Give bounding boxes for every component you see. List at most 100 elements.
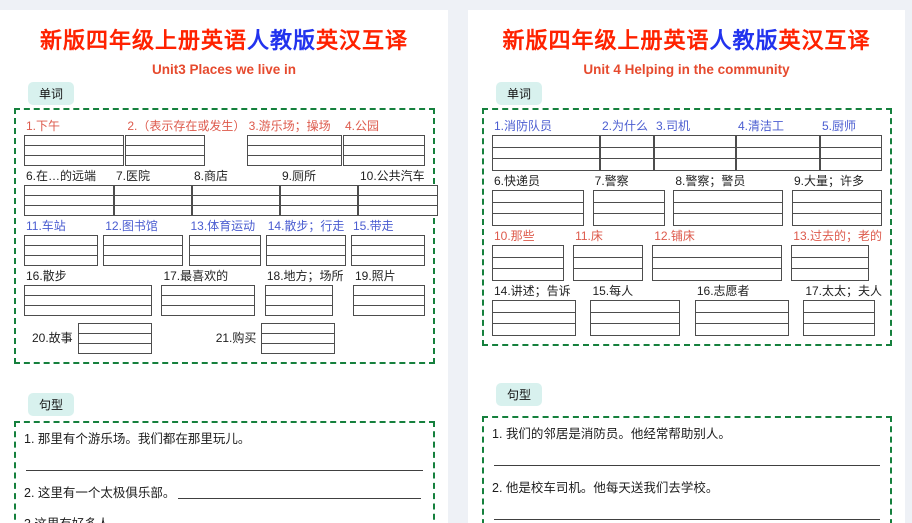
word-item: 15.带走 [351, 219, 425, 266]
word-label: 16.志愿者 [696, 284, 750, 298]
writing-cell [162, 295, 255, 305]
word-item: 11.车站 [24, 219, 98, 266]
sentence-item: 1. 我们的邻居是消防员。他经常帮助别人。 [492, 426, 882, 466]
sentences-box: 1. 那里有个游乐场。我们都在那里玩儿。2. 这里有一个太极俱乐部。3.这里有好… [14, 421, 435, 523]
word-item: 4.清洁工 [736, 119, 820, 171]
writing-cell [695, 323, 788, 335]
writing-box [736, 135, 820, 171]
word-item: 9.大量；许多 [791, 174, 882, 226]
writing-cell [493, 311, 575, 324]
title-segment: 英汉互译 [316, 28, 409, 53]
writing-cell [354, 295, 424, 305]
word-item: 12.图书馆 [103, 219, 184, 266]
writing-cell [601, 158, 653, 170]
writing-box [492, 135, 600, 171]
writing-box [343, 135, 425, 166]
writing-cell [674, 201, 783, 214]
word-item: 2.为什么 [600, 119, 654, 171]
writing-cell [193, 195, 279, 205]
writing-cell [189, 245, 260, 255]
writing-cell [493, 256, 563, 269]
writing-box [192, 185, 280, 216]
word-label: 15.每人 [592, 284, 634, 298]
writing-cell [696, 301, 788, 312]
writing-cell [266, 286, 332, 295]
word-item: 7.警察 [592, 174, 665, 226]
word-label: 13.过去的；老的 [793, 229, 882, 243]
word-label: 11.床 [575, 229, 603, 243]
writing-box [791, 190, 882, 226]
writing-box [353, 285, 425, 316]
word-label: 8.警察；警员 [675, 174, 746, 188]
sentence-blank-line [26, 470, 423, 471]
writing-box [803, 300, 876, 336]
words-section-chip: 单词 [28, 82, 75, 105]
writing-cell [352, 245, 424, 255]
sentence-text: 1. 我们的邻居是消防员。他经常帮助别人。 [492, 427, 731, 441]
writing-cell [266, 245, 345, 255]
writing-cell [674, 191, 782, 202]
writing-cell [737, 146, 819, 159]
writing-box [77, 323, 152, 354]
writing-cell [493, 201, 583, 214]
writing-cell [265, 305, 332, 315]
word-label: 20.故事 [32, 330, 73, 345]
writing-cell [78, 343, 151, 353]
writing-cell [79, 324, 151, 333]
word-label: 8.商店 [194, 169, 229, 183]
writing-cell [493, 268, 563, 280]
writing-cell [359, 186, 437, 195]
writing-cell [162, 286, 254, 295]
sentences-section-chip: 句型 [496, 383, 543, 406]
writing-cell [25, 195, 113, 205]
writing-box [24, 185, 114, 216]
word-item: 19.照片 [353, 269, 425, 316]
word-item: 8.商店 [192, 169, 280, 216]
sentence-item: 2. 这里有一个太极俱乐部。 [24, 485, 425, 502]
writing-cell [104, 255, 183, 265]
word-item: 10.公共汽车 [358, 169, 438, 216]
word-item: 6.在…的远端 [24, 169, 114, 216]
writing-cell [359, 195, 437, 205]
writing-cell [354, 305, 424, 315]
writing-cell [344, 145, 424, 155]
writing-box [125, 135, 206, 166]
writing-cell [281, 205, 357, 215]
writing-box [492, 300, 576, 336]
word-item: 1.消防队员 [492, 119, 600, 171]
word-label: 1.下午 [26, 119, 61, 133]
word-label: 14.散步；行走 [267, 219, 345, 233]
writing-cell [359, 205, 437, 215]
word-label: 21.购买 [215, 330, 257, 345]
writing-cell [821, 146, 881, 159]
writing-cell [593, 213, 664, 225]
word-label: 3.司机 [656, 119, 691, 133]
sentence-blank-line [178, 498, 421, 499]
writing-cell [344, 136, 424, 145]
writing-box [261, 323, 336, 354]
writing-cell [493, 213, 583, 225]
writing-cell [737, 158, 819, 170]
word-row: 20.故事 21.购买 [30, 322, 425, 354]
word-item: 16.志愿者 [694, 284, 789, 336]
writing-cell [493, 323, 575, 335]
writing-box [188, 235, 261, 266]
writing-cell [792, 256, 869, 269]
word-item: 3.游乐场；操场 [246, 119, 342, 166]
writing-cell [104, 236, 182, 245]
word-label: 12.铺床 [654, 229, 695, 243]
writing-cell [352, 255, 424, 265]
writing-cell [25, 286, 151, 295]
writing-cell [190, 236, 260, 245]
writing-cell [601, 136, 653, 147]
writing-cell [655, 136, 735, 147]
word-label: 10.那些 [494, 229, 535, 243]
word-item: 4.公园 [343, 119, 425, 166]
word-label: 1.消防队员 [494, 119, 553, 133]
word-label: 9.厕所 [282, 169, 317, 183]
word-item: 8.警察；警员 [673, 174, 784, 226]
